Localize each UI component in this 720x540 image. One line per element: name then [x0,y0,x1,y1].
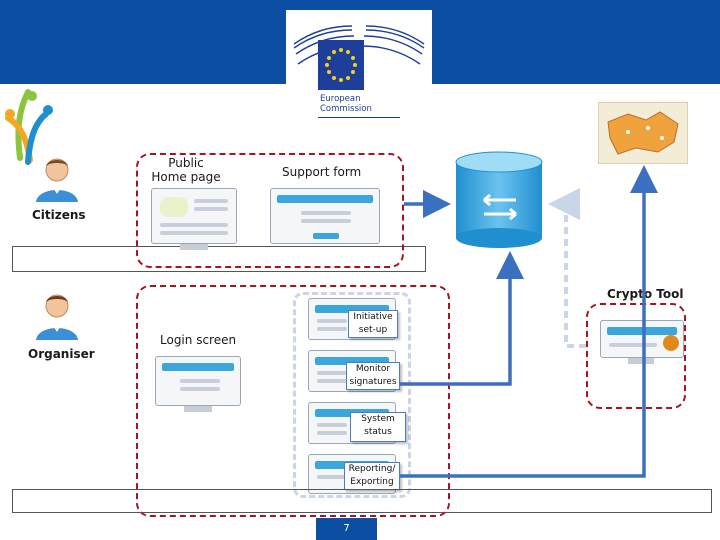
login-screen [155,356,241,406]
person-icon [36,158,78,202]
page-number: 7 [316,518,377,540]
admin-panels-box [293,292,411,498]
monitor-stand [184,406,212,412]
system-status-button[interactable]: System status [350,412,406,442]
organiser-label: Organiser [28,347,95,361]
public-home-label: Public Home page [151,156,221,184]
organiser-band [12,489,712,513]
crypto-tool-box [586,303,686,409]
ec-logo-text: European Commission [320,94,372,114]
crypto-tool-screen [600,320,684,358]
people-logo-icon [5,89,53,165]
database-icon [455,151,543,248]
support-form-label: Support form [282,165,362,179]
monitor-signatures-button[interactable]: Monitor signatures [346,362,400,390]
map-icon [598,102,688,164]
citizens-label: Citizens [32,208,86,222]
ec-logo: European Commission [286,10,432,118]
arrow-reporting-to-map [400,165,658,478]
ec-building-icon [293,25,425,65]
login-screen-label: Login screen [160,333,237,347]
monitor-stand [628,358,654,364]
eu-stars-icon [325,48,357,82]
eu-flag [318,40,364,90]
arrow-panel-to-db [400,251,524,386]
public-area-box [136,153,404,268]
person-icon [36,294,78,340]
monitor-stand [180,244,208,250]
public-home-screen [151,188,237,244]
initiative-setup-button[interactable]: Initiative set-up [348,310,398,338]
arrow-crypto-to-db [548,188,586,348]
support-form-screen [270,188,380,244]
logo-underline [318,117,400,118]
organiser-area-box [136,285,450,517]
